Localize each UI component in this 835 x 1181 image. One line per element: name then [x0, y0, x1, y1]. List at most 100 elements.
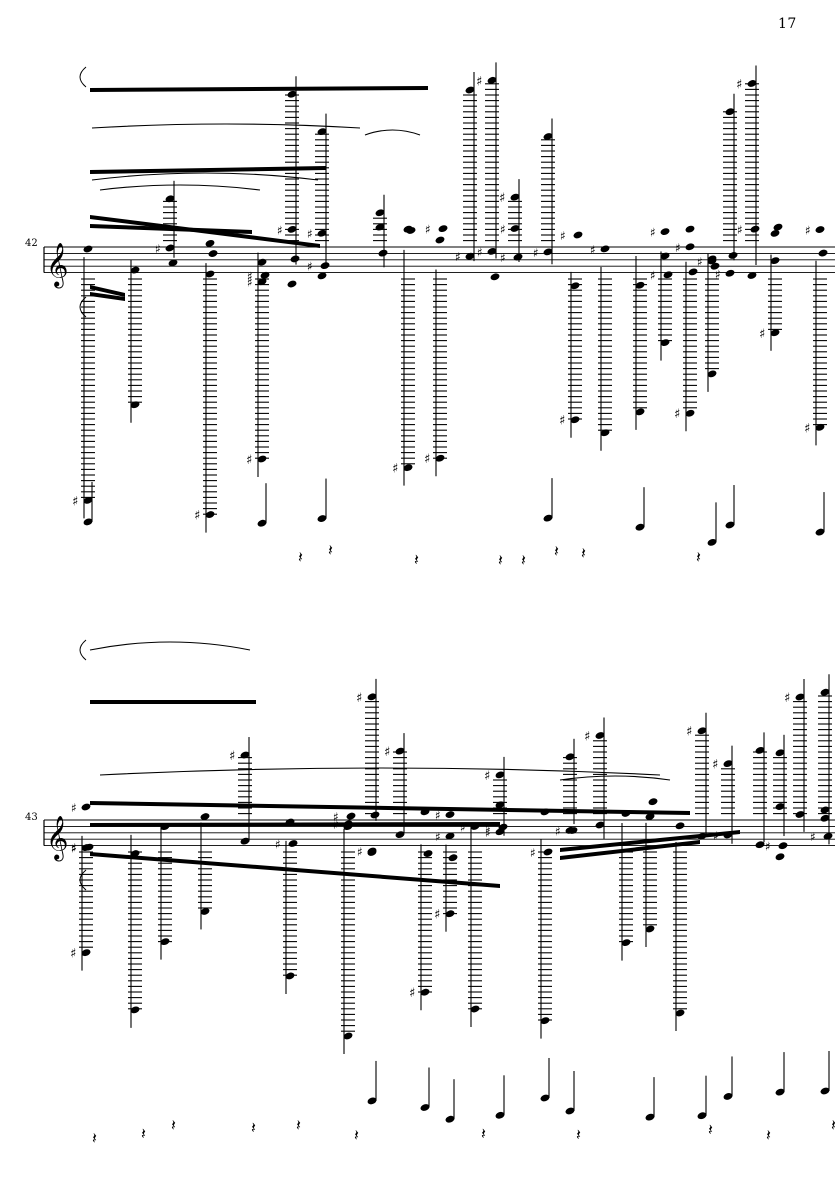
treble-clef: 𝄞 — [46, 816, 68, 862]
sharp-icon: ♯ — [434, 908, 440, 923]
sharp-icon: ♯ — [765, 840, 771, 854]
notehead — [317, 128, 327, 135]
sharp-icon: ♯ — [500, 251, 506, 265]
tie — [91, 172, 319, 181]
notehead — [257, 519, 267, 527]
sharp-icon: ♯ — [697, 255, 703, 269]
notehead — [343, 1032, 353, 1040]
sharp-icon: ♯ — [477, 245, 483, 259]
notehead — [573, 231, 583, 239]
sharp-icon: ♯ — [357, 845, 363, 859]
sharp-icon: ♯ — [476, 74, 482, 89]
notehead — [367, 1097, 377, 1105]
notehead — [675, 822, 685, 830]
notehead — [465, 252, 475, 260]
sharp-icon: ♯ — [712, 758, 718, 773]
sharp-icon: ♯ — [247, 269, 253, 283]
sharp-icon: ♯ — [560, 229, 566, 243]
sharp-icon: ♯ — [307, 260, 313, 274]
notehead — [775, 803, 785, 810]
quarter-rest: 𝄽 — [766, 1126, 771, 1145]
notehead — [200, 908, 210, 915]
notehead — [778, 842, 788, 850]
notehead — [775, 853, 785, 861]
beam — [90, 700, 256, 704]
sharp-icon: ♯ — [805, 224, 811, 238]
measure-number-42: 42 — [25, 238, 38, 249]
quarter-rest: 𝄽 — [354, 1125, 359, 1144]
beam — [90, 801, 690, 815]
notehead — [130, 401, 140, 409]
notehead — [755, 841, 765, 849]
sharp-icon: ♯ — [530, 846, 536, 860]
notehead — [543, 514, 553, 522]
quarter-rest: 𝄽 — [831, 1115, 835, 1134]
notehead — [773, 223, 783, 231]
notehead — [445, 832, 455, 840]
notehead — [747, 272, 757, 279]
tie — [559, 775, 671, 781]
notehead — [510, 193, 520, 201]
sharp-icon: ♯ — [559, 414, 565, 429]
tie — [91, 123, 361, 129]
notehead — [697, 1112, 707, 1120]
notehead — [707, 370, 717, 378]
notehead — [510, 225, 520, 232]
tie — [99, 184, 261, 191]
quarter-rest: 𝄽 — [414, 550, 419, 569]
tie — [99, 767, 661, 776]
notehead — [130, 1006, 140, 1014]
notehead — [378, 249, 388, 257]
sharp-icon: ♯ — [307, 227, 313, 241]
notehead — [635, 408, 645, 416]
beam — [90, 822, 500, 827]
notehead — [565, 753, 575, 761]
notehead — [820, 1087, 830, 1095]
notehead — [675, 1009, 685, 1017]
notehead — [130, 266, 140, 274]
sharp-icon: ♯ — [424, 452, 430, 467]
sharp-icon: ♯ — [229, 749, 235, 764]
notehead — [395, 747, 405, 755]
notehead — [823, 832, 833, 840]
notehead — [445, 1115, 455, 1123]
notehead — [448, 854, 458, 862]
notehead — [240, 837, 250, 845]
quarter-rest: 𝄽 — [498, 550, 503, 569]
notehead — [465, 86, 475, 94]
notehead — [240, 751, 250, 759]
notehead — [770, 229, 780, 237]
notehead — [723, 760, 733, 768]
notehead — [750, 225, 760, 233]
notehead — [375, 223, 385, 231]
notehead — [438, 225, 448, 233]
notehead — [543, 848, 553, 856]
notehead — [725, 521, 735, 529]
notehead — [165, 244, 175, 252]
notehead — [725, 269, 735, 277]
notehead — [287, 90, 297, 98]
sharp-icon: ♯ — [590, 243, 596, 257]
notehead — [795, 811, 805, 818]
notehead — [815, 226, 825, 233]
beam — [90, 852, 500, 888]
notehead — [770, 329, 780, 337]
notehead — [490, 273, 500, 281]
notehead — [660, 252, 670, 260]
beam — [90, 285, 125, 297]
notehead — [543, 248, 553, 256]
notehead — [445, 811, 455, 818]
quarter-rest: 𝄽 — [171, 1116, 176, 1135]
notehead — [435, 236, 445, 244]
sharp-icon: ♯ — [194, 509, 200, 524]
quarter-rest: 𝄽 — [296, 1116, 301, 1135]
sharp-icon: ♯ — [500, 223, 506, 237]
notehead — [770, 257, 780, 265]
notehead — [570, 282, 580, 290]
notehead — [81, 949, 91, 957]
notehead — [540, 1017, 550, 1025]
bracket — [79, 639, 87, 891]
sharp-icon: ♯ — [686, 725, 692, 740]
notehead — [565, 1107, 575, 1115]
sharp-icon: ♯ — [275, 838, 281, 852]
